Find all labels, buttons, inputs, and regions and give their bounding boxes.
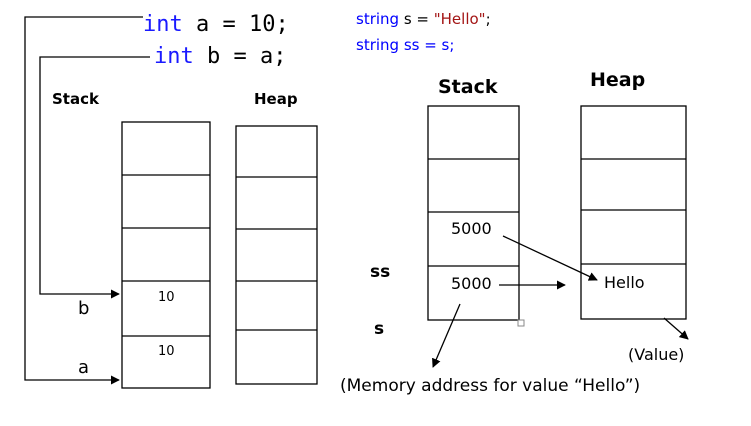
right-stack-column <box>427 105 520 321</box>
left-heap-column <box>235 125 318 385</box>
right-heap-label: Heap <box>590 69 645 91</box>
arrow-to-address-note <box>432 303 461 368</box>
left-diagram: int a = 10; int b = a; Stack Heap 10 10 … <box>24 12 318 389</box>
heap-value-hello: Hello <box>604 273 645 292</box>
var-label-s: s <box>374 319 384 339</box>
left-heap-label: Heap <box>254 90 298 108</box>
stack-box <box>427 105 520 321</box>
heap-box <box>580 105 687 320</box>
stack-value-ss: 5000 <box>451 219 492 238</box>
int-keyword: int <box>154 44 194 69</box>
arrow-b-to-stack <box>39 56 150 299</box>
stack-value-b: 10 <box>158 290 175 305</box>
var-label-ss: ss <box>370 262 390 282</box>
arrow-a-to-stack <box>24 16 143 385</box>
stack-value-a: 10 <box>158 344 175 359</box>
code-expression: b = a; <box>194 44 287 69</box>
int-keyword: int <box>143 12 183 37</box>
heap-box <box>235 125 318 385</box>
resize-handle <box>517 319 525 327</box>
right-diagram: string s = "Hello"; string ss = s; Stack… <box>340 10 689 396</box>
stack-box <box>121 121 211 389</box>
hello-literal: "Hello" <box>434 10 486 28</box>
stack-value-s: 5000 <box>451 274 492 293</box>
right-stack-label: Stack <box>438 76 498 98</box>
value-note: (Value) <box>628 345 684 364</box>
right-code-line-2: string ss = s; <box>356 36 454 54</box>
code-expression: a = 10; <box>183 12 289 37</box>
string-type: string <box>356 10 399 28</box>
var-label-b: b <box>78 298 89 319</box>
left-code-line-2: int b = a; <box>154 44 286 69</box>
address-note: (Memory address for value “Hello”) <box>340 376 640 396</box>
left-code-line-1: int a = 10; <box>143 12 289 37</box>
left-stack-label: Stack <box>52 90 100 108</box>
arrow-to-value-note <box>663 317 689 340</box>
arrow-ss-to-hello <box>502 235 598 281</box>
right-heap-column <box>580 105 687 320</box>
var-label-a: a <box>78 357 89 378</box>
right-code-line-1: string s = "Hello"; <box>356 10 491 28</box>
left-stack-column <box>121 121 211 389</box>
